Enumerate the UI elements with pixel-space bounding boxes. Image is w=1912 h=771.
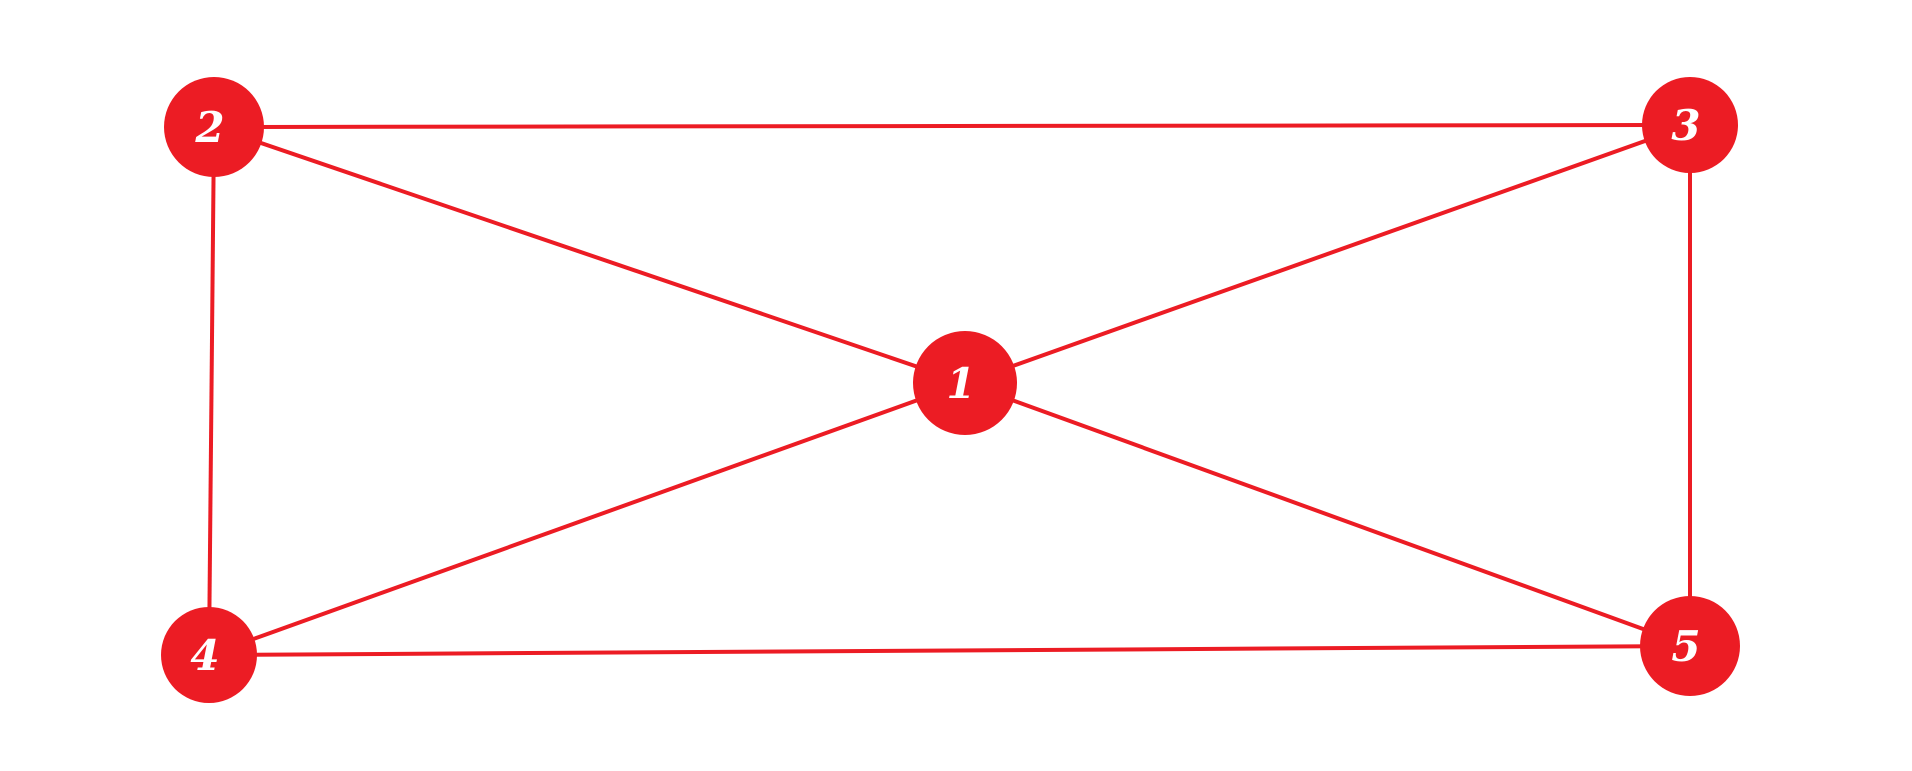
edge-1-4 [208,381,966,657]
node-circle [1640,596,1740,696]
node-circle [164,77,264,177]
node-circle [913,331,1017,435]
edge-2-4 [207,126,216,656]
node-3: 3 [1642,77,1738,173]
edge-4-5 [208,644,1691,657]
node-label: 1 [946,359,975,408]
node-5: 5 [1640,596,1740,696]
node-2: 2 [164,77,264,177]
node-1: 1 [913,331,1017,435]
node-label: 4 [190,631,219,680]
node-circle [1642,77,1738,173]
edges-layer [207,123,1692,657]
edge-2-3 [213,123,1691,129]
node-circle [161,607,257,703]
node-label: 3 [1671,101,1700,150]
edge-1-5 [964,381,1691,648]
node-4: 4 [161,607,257,703]
nodes-layer: 1 2 3 4 5 [161,77,1740,703]
node-label: 2 [194,103,224,152]
edge-1-2 [213,125,966,385]
edge-1-3 [964,123,1691,385]
node-label: 5 [1671,622,1700,671]
